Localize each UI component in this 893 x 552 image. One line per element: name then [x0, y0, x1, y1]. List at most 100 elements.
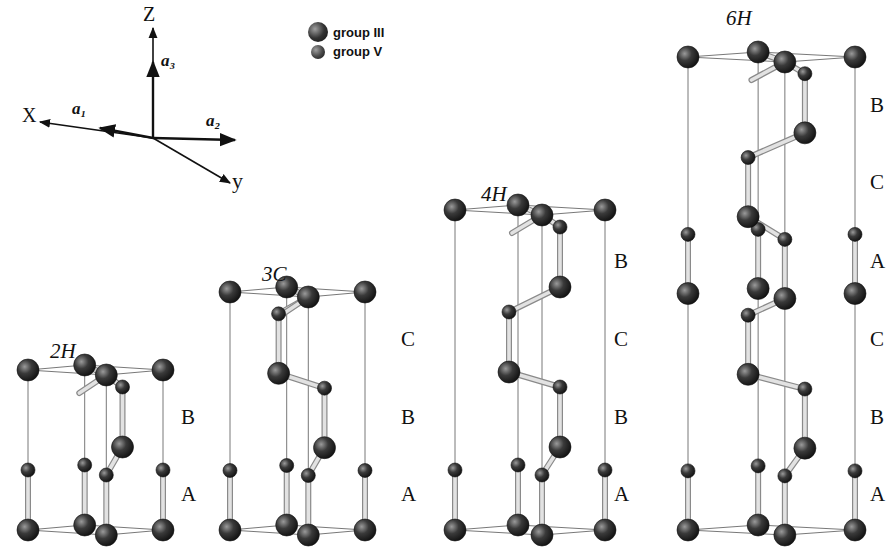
group-v-atom — [358, 464, 372, 478]
group-iii-atom — [95, 524, 117, 546]
group-iii-atom — [594, 519, 616, 541]
polytype-label: 2H — [50, 341, 76, 362]
cell-edge — [455, 210, 456, 530]
group-v-atom — [741, 308, 755, 322]
cell-frame — [455, 205, 605, 535]
atoms — [444, 194, 616, 546]
stacking-label: A — [614, 484, 629, 505]
group-iii-atom — [297, 524, 319, 546]
cell-edge — [542, 215, 543, 535]
group-v-atom — [448, 463, 462, 477]
group-v-atom — [553, 220, 567, 234]
cell-edge — [308, 297, 309, 535]
cell-edge — [106, 375, 107, 535]
x-axis — [40, 122, 153, 138]
group-v-atom — [280, 459, 294, 473]
stacking-label: A — [870, 484, 885, 505]
group-iii-atom — [531, 204, 553, 226]
cell-frame — [230, 287, 365, 535]
axes — [40, 28, 235, 183]
axis-label: Z — [143, 4, 155, 24]
stacking-label: B — [181, 407, 195, 428]
cell-edge — [230, 292, 231, 530]
cell-edge — [163, 370, 164, 530]
group-iii-atom — [844, 519, 866, 541]
group-iii-atom — [219, 519, 241, 541]
group-iii-atom — [507, 514, 529, 536]
group-v-atom — [116, 380, 130, 394]
stacking-label: B — [614, 407, 628, 428]
group-iii-atom — [219, 281, 241, 303]
group-iii-atom — [17, 519, 39, 541]
a3-vector — [152, 62, 154, 138]
a1-vector — [100, 128, 153, 138]
group-iii-atom — [152, 359, 174, 381]
cell-edge — [605, 210, 606, 530]
group-v-atom — [99, 468, 113, 482]
polytype-label: 6H — [726, 8, 752, 29]
group-v-atom — [751, 459, 765, 473]
group-iii-atom — [444, 519, 466, 541]
group-iii-atom — [747, 278, 769, 300]
group-iii-atom — [74, 354, 96, 376]
group-iii-atom — [677, 46, 699, 68]
group-v-atom — [798, 67, 812, 81]
atoms — [17, 354, 174, 546]
stacking-label: B — [870, 95, 884, 116]
group-iii-atom — [354, 519, 376, 541]
group-v-atom — [778, 469, 792, 483]
stacking-label: C — [870, 172, 884, 193]
group-iii-atom — [737, 363, 759, 385]
legend-text: group V — [333, 44, 382, 59]
vector-label: a₂ — [206, 112, 220, 129]
group-iii-atom — [354, 281, 376, 303]
group-v-atom — [798, 382, 812, 396]
group-iii-atom — [794, 437, 816, 459]
group-iii-atom — [677, 519, 699, 541]
group-v-atom — [848, 227, 862, 241]
stacking-label: B — [401, 407, 415, 428]
cell-edge — [286, 287, 287, 525]
cell-face — [688, 525, 855, 535]
stacking-label: C — [401, 329, 415, 350]
group-iii-atom — [95, 364, 117, 386]
group-iii-atom — [498, 361, 520, 383]
group-v-atom — [778, 232, 792, 246]
group-iii-atom — [276, 514, 298, 536]
polytype-label: 4H — [481, 184, 507, 205]
group-v-atom — [681, 227, 695, 241]
group-iii-atom — [774, 51, 796, 73]
cell-edge — [28, 370, 29, 530]
group-iii-atom — [268, 362, 290, 384]
group-v-atom — [741, 151, 755, 165]
group-iii-atom — [549, 436, 571, 458]
group-v-atom — [848, 464, 862, 478]
legend-text: group III — [333, 25, 384, 40]
group-iii-atom — [794, 122, 816, 144]
cell-face — [455, 525, 605, 535]
atoms — [219, 276, 376, 546]
group-v-atom — [511, 458, 525, 472]
group-iii-atom — [112, 436, 134, 458]
stacking-label: B — [614, 251, 628, 272]
group-iii-atom — [507, 194, 529, 216]
vector-label: a₃ — [161, 52, 175, 69]
unit-cell — [17, 354, 174, 546]
axis-label: X — [22, 105, 36, 125]
group-v-atom — [223, 464, 237, 478]
group-iii-atom — [844, 283, 866, 305]
group-v-atom — [301, 469, 315, 483]
legend-entry: group V — [311, 44, 382, 59]
cell-frame — [688, 52, 855, 535]
group-iii-atom — [844, 46, 866, 68]
stacking-label: A — [401, 484, 416, 505]
bonds — [688, 52, 855, 535]
atoms — [677, 41, 866, 546]
stacking-label: A — [181, 484, 196, 505]
legend-entry: group III — [308, 22, 384, 42]
group-iii-atom — [444, 199, 466, 221]
group-iii-atom — [549, 276, 571, 298]
bonds — [230, 287, 365, 535]
legend-swatch — [308, 22, 328, 42]
